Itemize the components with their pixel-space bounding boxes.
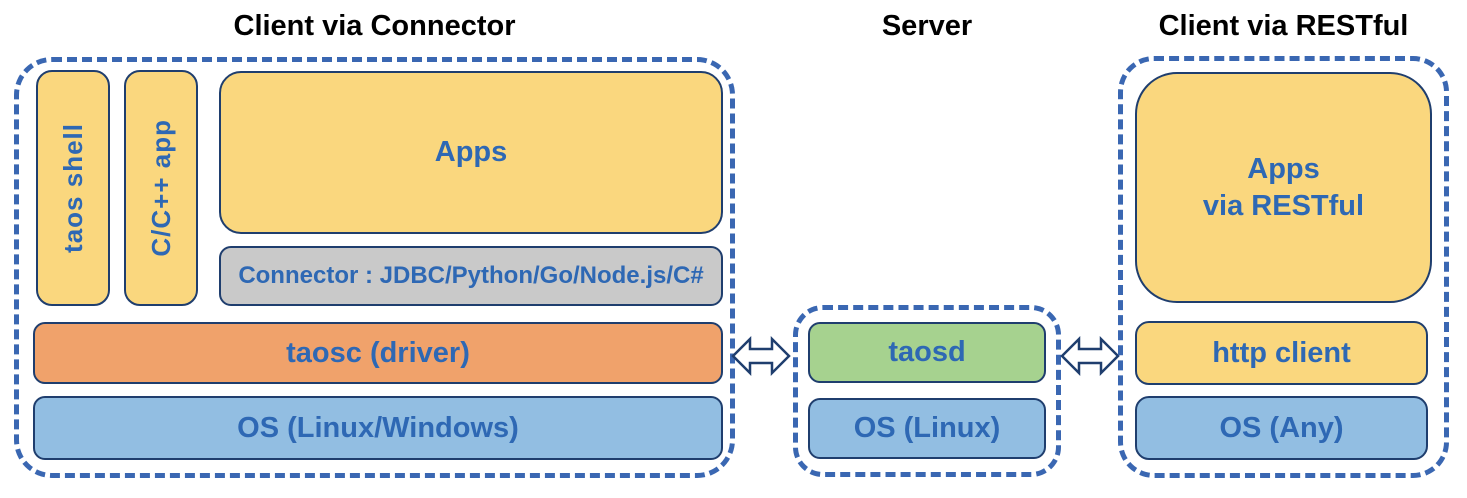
client-via-restful-group: [1118, 56, 1449, 478]
apps-via-restful-label-line1: Apps: [1247, 153, 1320, 186]
http-client-label: http client: [1212, 336, 1351, 369]
box-os-any: OS (Any): [1135, 396, 1428, 460]
server-group: [793, 305, 1061, 477]
box-taosd: taosd: [808, 322, 1046, 383]
os-linux-windows-label: OS (Linux/Windows): [237, 411, 519, 444]
section-title-server: Server: [881, 10, 973, 42]
box-os-linux-windows: OS (Linux/Windows): [33, 396, 723, 460]
section-title-client-via-connector: Client via Connector: [233, 10, 516, 42]
apps-via-restful-label-line2: via RESTful: [1202, 189, 1365, 222]
box-connector: Connector : JDBC/Python/Go/Node.js/C#: [219, 246, 723, 306]
section-title-client-via-restful: Client via RESTful: [1158, 10, 1409, 42]
client-via-connector-group: [14, 57, 735, 478]
os-linux-label: OS (Linux): [853, 412, 1001, 444]
apps-label: Apps: [434, 136, 508, 168]
bidirectional-arrow-icon: [1060, 335, 1120, 377]
box-cpp-app: C/C++ app: [124, 70, 198, 306]
box-taos-shell: taos shell: [36, 70, 110, 306]
box-os-linux: OS (Linux): [808, 398, 1046, 459]
taosc-driver-label: taosc (driver): [286, 336, 470, 369]
cpp-app-label: C/C++ app: [145, 119, 176, 257]
box-taosc-driver: taosc (driver): [33, 322, 723, 384]
bidirectional-arrow-icon: [731, 335, 791, 377]
box-apps: Apps: [219, 71, 723, 234]
box-apps-via-restful: Apps via RESTful: [1135, 72, 1432, 303]
taosd-label: taosd: [888, 336, 966, 368]
taos-shell-label: taos shell: [57, 123, 88, 253]
os-any-label: OS (Any): [1219, 411, 1344, 444]
connector-label: Connector : JDBC/Python/Go/Node.js/C#: [238, 262, 704, 289]
box-http-client: http client: [1135, 321, 1428, 385]
